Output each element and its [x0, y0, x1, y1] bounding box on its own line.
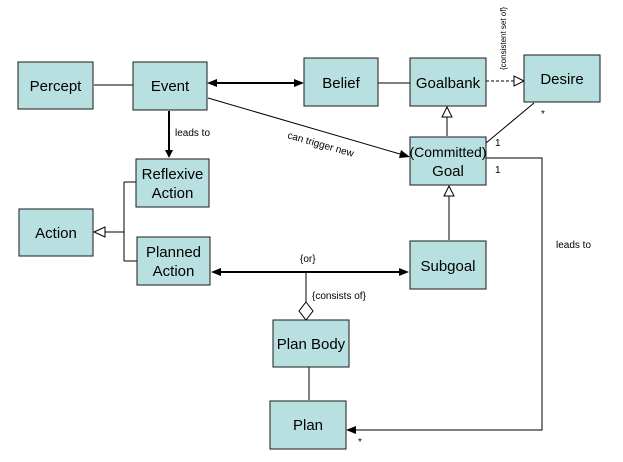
or-label: {or} — [300, 254, 316, 265]
desire-multiplicity-star: * — [541, 109, 545, 120]
percept-label: Percept — [30, 78, 83, 95]
subgoal-label: Subgoal — [420, 258, 475, 275]
plan-body-box: Plan Body — [272, 319, 350, 368]
goal-desire-link — [485, 102, 535, 144]
goal-plan-link — [354, 157, 543, 431]
planned-action-box: Planned Action — [136, 236, 211, 286]
committed-goal-label-line1: (Committed) — [409, 144, 486, 160]
goal-multiplicity-one-upper: 1 — [495, 138, 501, 149]
reflexive-action-label-line2: Action — [152, 185, 194, 202]
event-box: Event — [132, 61, 208, 111]
goal-arrowhead — [399, 150, 410, 158]
goalbank-label: Goalbank — [416, 75, 481, 92]
event-goal-link — [207, 97, 401, 155]
leads-to-event-label: leads to — [175, 128, 210, 139]
plan-label: Plan — [293, 417, 323, 434]
goal-multiplicity-one-lower: 1 — [495, 165, 501, 176]
planned-end-arrowhead — [211, 268, 221, 276]
belief-end-arrowhead — [294, 79, 304, 87]
belief-box: Belief — [303, 57, 379, 107]
action-label: Action — [35, 225, 77, 242]
subgoal-box: Subgoal — [409, 240, 487, 290]
consists-of-label: {consists of} — [312, 291, 367, 302]
belief-label: Belief — [322, 75, 360, 92]
reflexive-action-label-line1: Reflexive — [142, 166, 204, 183]
goal-hollow-arrowhead — [443, 184, 455, 197]
leads-to-plan-label: leads to — [556, 240, 591, 251]
committed-goal-box: (Committed) Goal — [409, 136, 487, 186]
desire-label: Desire — [540, 71, 583, 88]
event-label: Event — [151, 78, 190, 95]
desire-hollow-arrowhead — [513, 75, 526, 87]
can-trigger-new-label: can trigger new — [286, 130, 356, 160]
plan-body-label: Plan Body — [277, 336, 346, 353]
action-box: Action — [18, 208, 94, 257]
event-end-arrowhead — [207, 79, 217, 87]
action-hollow-arrowhead — [92, 226, 106, 238]
planned-action-label-line1: Planned — [146, 244, 201, 261]
percept-box: Percept — [17, 61, 94, 110]
plan-multiplicity-star: * — [358, 437, 362, 448]
plan-box: Plan — [269, 400, 347, 450]
plan-arrowhead — [346, 426, 356, 434]
reflexive-arrowhead — [165, 150, 173, 158]
subgoal-end-arrowhead — [399, 268, 409, 276]
reflexive-action-box: Reflexive Action — [135, 158, 210, 208]
committed-goal-label-line2: Goal — [432, 163, 464, 180]
consistent-set-of-label: {consistent set of} — [499, 7, 508, 70]
planned-action-label-line2: Action — [153, 263, 195, 280]
goalbank-box: Goalbank — [409, 57, 487, 107]
goalbank-hollow-arrowhead — [441, 105, 453, 118]
desire-box: Desire — [523, 54, 601, 103]
composition-diamond — [298, 301, 314, 321]
